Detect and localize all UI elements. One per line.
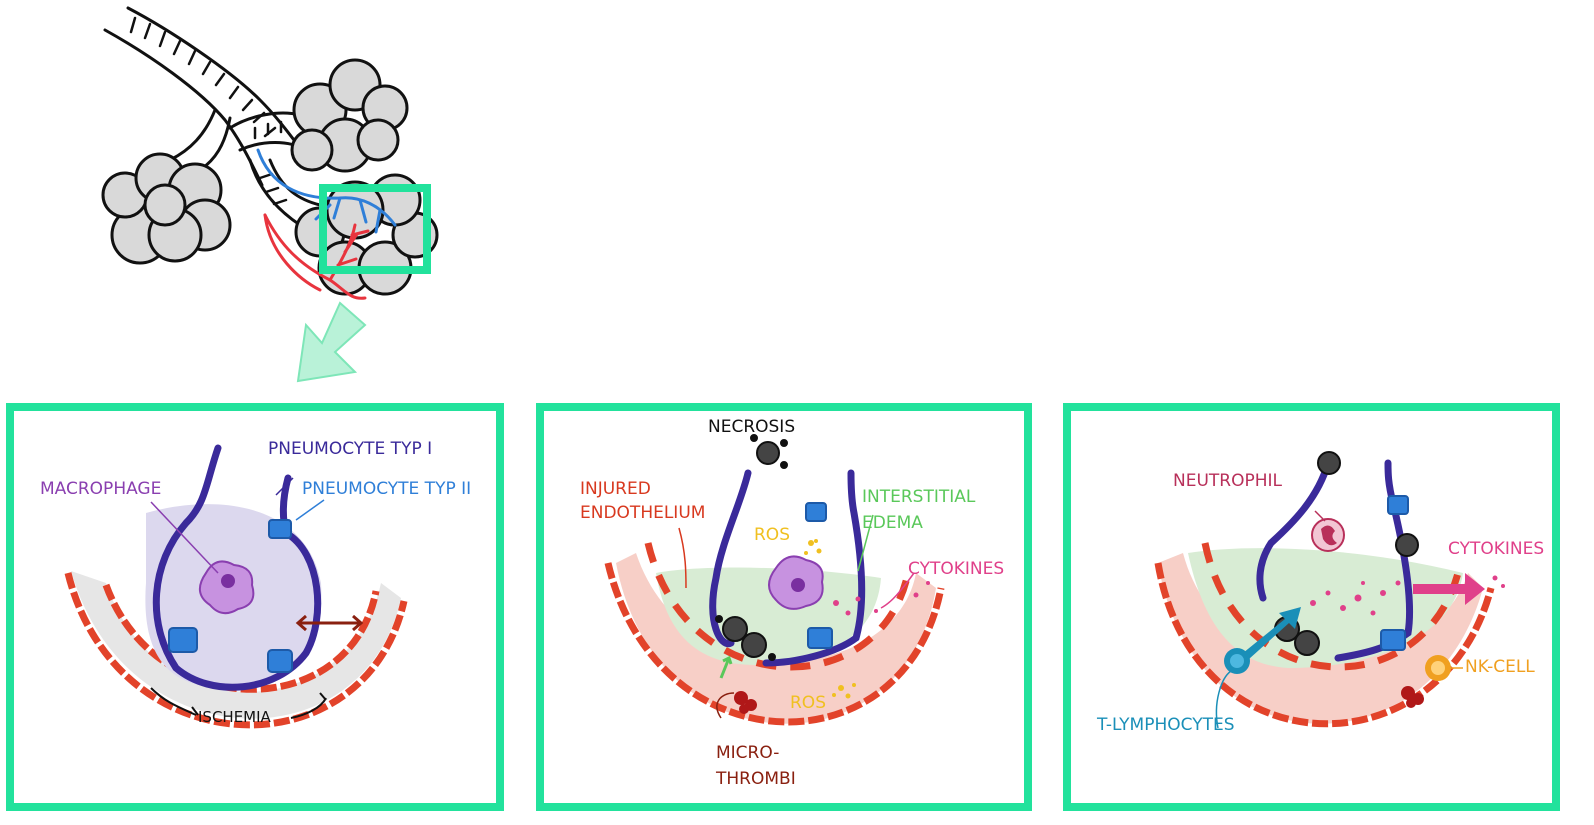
- diffusion-arrow-icon: [295, 614, 364, 632]
- lung-overview-illustration: [101, 6, 439, 383]
- t-lymphocyte-cell-icon: [1224, 648, 1250, 674]
- ros-dots-icon: [804, 539, 856, 699]
- edema-area: [616, 553, 936, 724]
- microthrombi-icon: [734, 691, 757, 714]
- alveoli-cluster-icon: [101, 58, 439, 296]
- necrotic-cell-icon: [715, 434, 788, 661]
- macrophage-cell-icon: [199, 560, 255, 615]
- label-ros-bottom: ROS: [790, 693, 826, 713]
- label-t-lymphocytes: T-LYMPHOCYTES: [1097, 715, 1235, 735]
- ischemia-arrow-right-icon: [290, 692, 327, 719]
- microthrombi-icon: [1401, 686, 1424, 708]
- panel-inflammation: NEUTROPHIL CYTOKINES T-LYMPHOCYTES NK-CE…: [1063, 403, 1560, 811]
- label-ischemia: ISCHEMIA: [198, 708, 271, 726]
- label-nk-cell: NK-CELL: [1465, 657, 1535, 677]
- label-pneumocyte-typ2: PNEUMOCYTE TYP II: [302, 479, 472, 499]
- alveolus-inflamed-illustration: [1154, 451, 1505, 729]
- label-interstitial-line1: INTERSTITIAL: [862, 487, 976, 507]
- nk-cell-icon: [1425, 655, 1451, 681]
- label-ros-top: ROS: [754, 525, 790, 545]
- label-pneumocyte-typ1: PNEUMOCYTE TYP I: [268, 439, 433, 459]
- label-injured-line2: ENDOTHELIUM: [580, 503, 706, 523]
- label-microthrombi-line1: MICRO-: [716, 743, 780, 763]
- neutrophil-cell-icon: [1311, 518, 1345, 552]
- panel-injury: NECROSIS INJURED ENDOTHELIUM INTERSTITIA…: [536, 403, 1032, 811]
- ischemia-arrow-left-icon: [150, 687, 199, 716]
- cytokine-release-arrow-icon: [1413, 573, 1485, 605]
- label-necrosis: NECROSIS: [708, 417, 796, 437]
- pneumocyte-type2-icon: [1380, 495, 1409, 651]
- label-microthrombi-line2: THROMBI: [716, 769, 796, 789]
- alveolus-normal-illustration: [64, 444, 408, 729]
- edema-arrow-icon: [719, 655, 733, 679]
- pneumocyte-type2-icon: [168, 519, 293, 673]
- alveolus-injured-illustration: [604, 434, 945, 726]
- label-injured-line1: INJURED: [580, 479, 651, 499]
- label-neutrophil: NEUTROPHIL: [1173, 471, 1282, 491]
- lymphocyte-migration-arrow-icon: [1243, 607, 1301, 659]
- pneumocyte-type2-icon: [805, 502, 833, 649]
- zoom-region-box: [319, 184, 431, 274]
- label-macrophage: MACROPHAGE: [40, 479, 162, 499]
- label-cytokines: CYTOKINES: [1448, 539, 1545, 559]
- pulmonary-vessels-icon: [256, 148, 397, 300]
- cytokine-dots-icon: [833, 581, 930, 616]
- label-cytokines: CYTOKINES: [908, 559, 1005, 579]
- zoom-arrow-icon: [296, 301, 367, 383]
- cytokine-dots-icon: [1310, 575, 1505, 616]
- macrophage-cell-icon: [768, 555, 824, 610]
- label-interstitial-line2: EDEMA: [862, 513, 923, 533]
- panel-ischemia: PNEUMOCYTE TYP I PNEUMOCYTE TYP II MACRO…: [6, 403, 504, 811]
- capillary-band: [71, 571, 401, 719]
